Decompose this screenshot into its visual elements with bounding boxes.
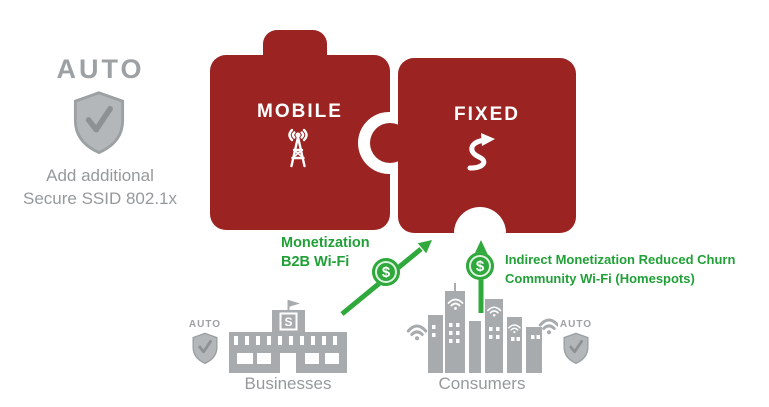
caption-line-2: Secure SSID 802.1x [22, 189, 178, 208]
dollar-symbol: $ [475, 257, 485, 275]
shield-check-icon [192, 332, 218, 365]
awning-stripes [234, 336, 337, 345]
curved-arrow-icon [467, 133, 495, 171]
puzzle-piece-fixed [398, 58, 576, 233]
consumers-label: Consumers [438, 374, 526, 393]
businesses-building-icon: S [229, 300, 347, 373]
consumers-auto-shield: AUTO [554, 319, 598, 369]
store-sign-letter: S [284, 315, 292, 329]
door [280, 353, 296, 373]
shield-check-icon [563, 332, 589, 365]
b2b-monetization-text: Monetization B2B Wi-Fi [281, 234, 370, 272]
businesses-label: Businesses [244, 374, 332, 393]
b2b-line-1: Monetization [281, 235, 370, 251]
businesses-auto-shield: AUTO [183, 319, 227, 369]
wifi-icon [538, 318, 558, 335]
fixed-label: FIXED [454, 104, 520, 125]
auto-label-small: AUTO [559, 319, 593, 330]
community-line-1: Indirect Monetization Reduced Churn [505, 252, 736, 267]
flag-icon [288, 300, 300, 307]
store-sign [279, 312, 298, 331]
dollar-coin-icon: $ [466, 252, 494, 280]
auto-label-main: AUTO [56, 54, 145, 84]
auto-label-small: AUTO [188, 319, 222, 330]
community-line-2: Community Wi-Fi (Homespots) [505, 271, 695, 286]
wifi-icon [447, 298, 521, 334]
consumers-skyline-icon [406, 283, 558, 373]
community-monetization-text: Indirect Monetization Reduced Churn Comm… [505, 250, 760, 288]
storefront-windows [237, 353, 339, 373]
dollar-symbol: $ [381, 263, 391, 281]
b2b-line-2: B2B Wi-Fi [281, 254, 350, 270]
puzzle-tab-stem [386, 128, 400, 158]
tower-windows [432, 323, 540, 343]
dollar-coin-icon: $ [372, 258, 400, 286]
mobile-label: MOBILE [257, 101, 343, 122]
puzzle-tab-top [263, 30, 327, 64]
radio-tower-icon [288, 128, 308, 168]
caption-line-1: Add additional [46, 166, 154, 185]
shield-check-icon [73, 91, 125, 154]
wifi-icon [406, 324, 428, 341]
secure-ssid-caption: Add additional Secure SSID 802.1x [5, 164, 195, 210]
